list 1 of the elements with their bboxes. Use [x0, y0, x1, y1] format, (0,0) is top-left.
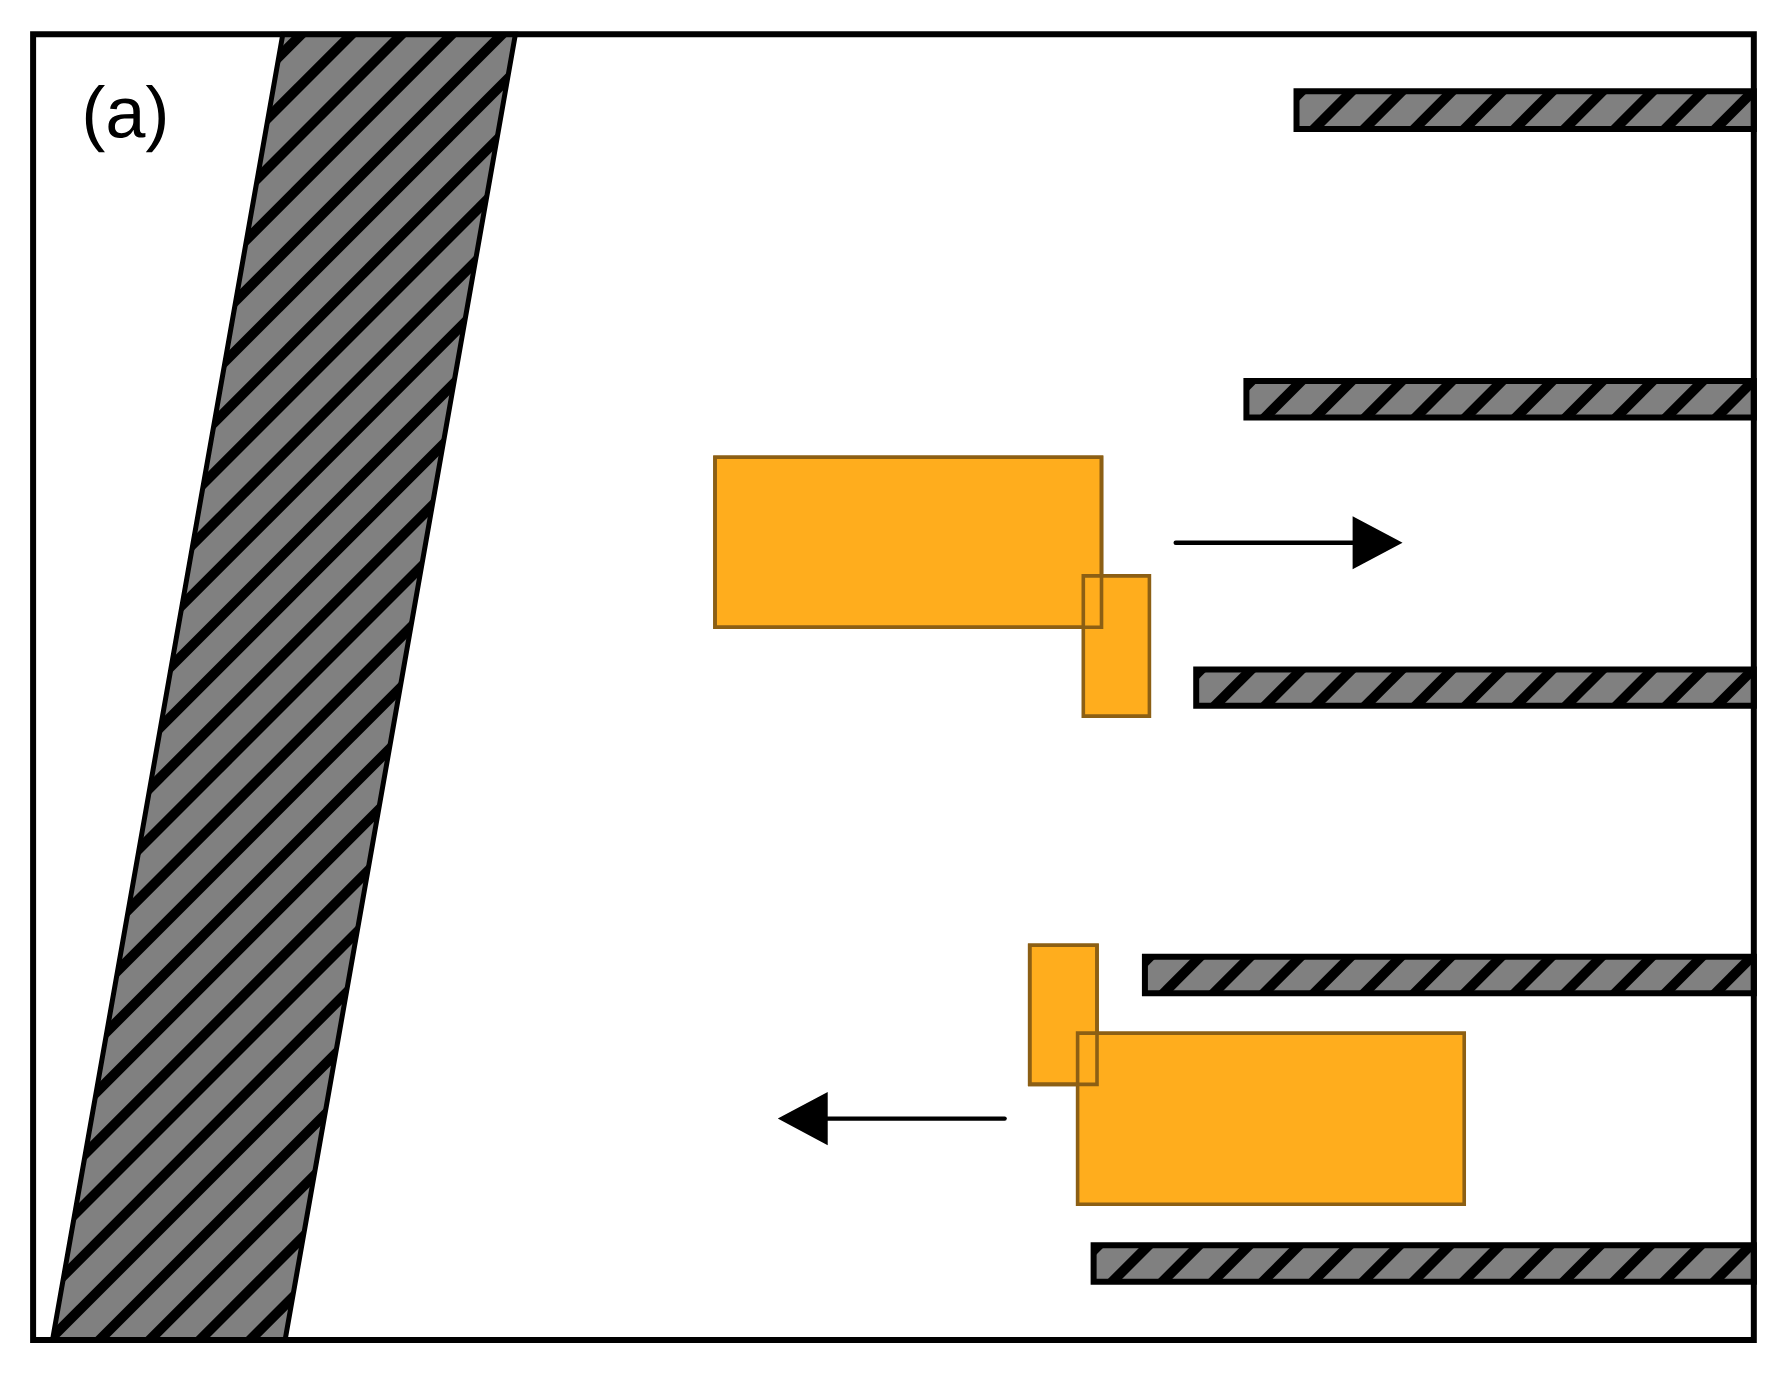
panel-label: (a)	[85, 85, 165, 153]
